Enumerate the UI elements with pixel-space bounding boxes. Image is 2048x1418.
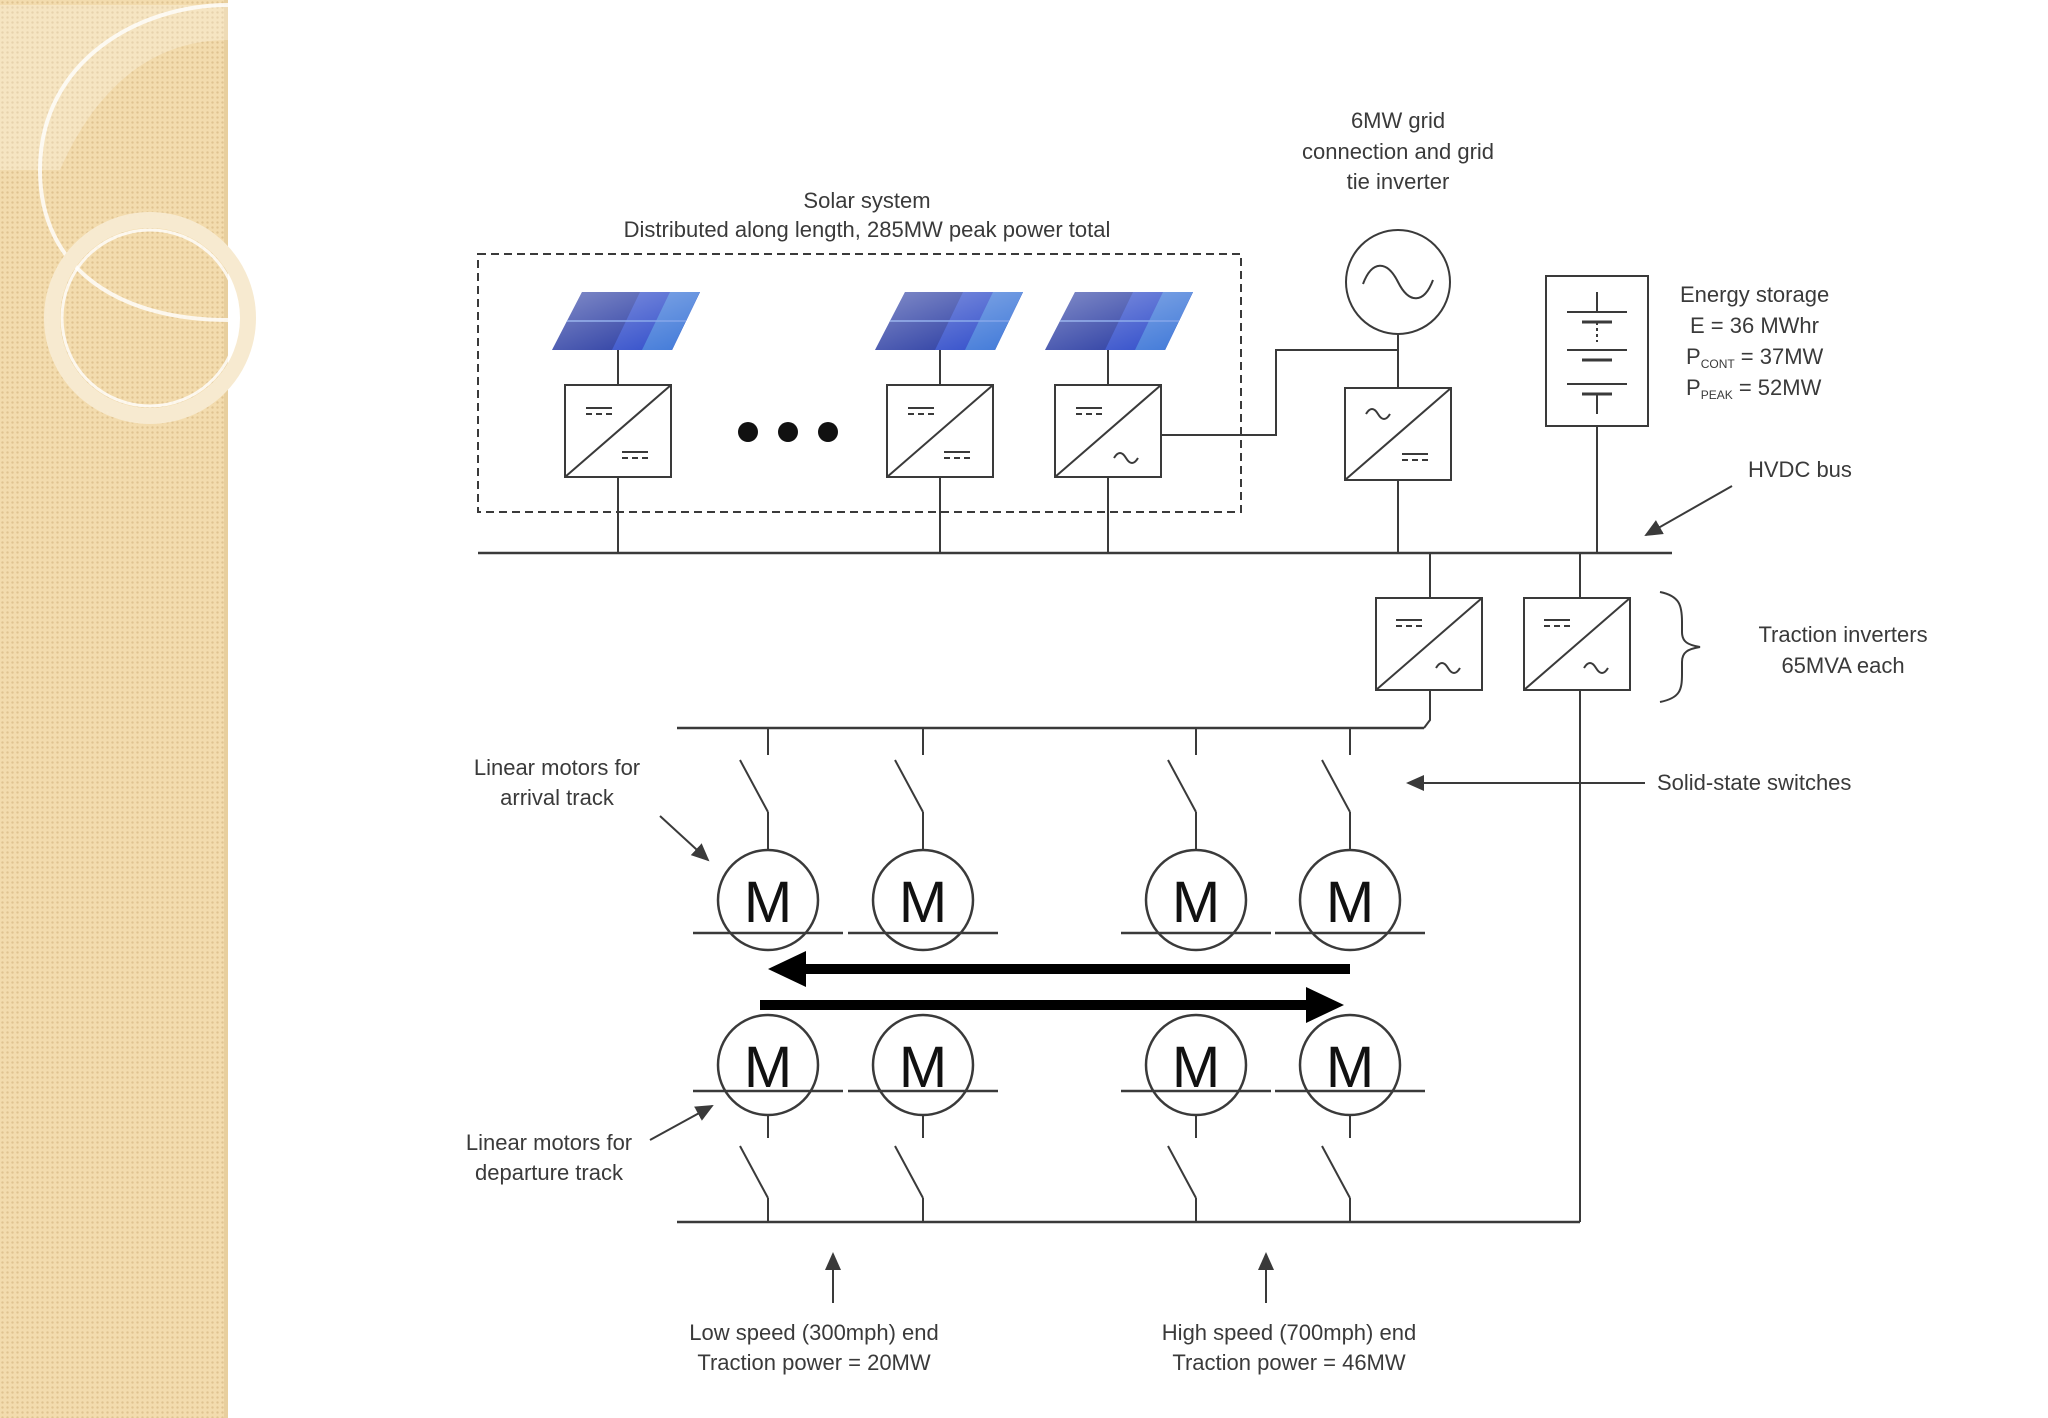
switch-icon (1321, 728, 1351, 857)
hvdc-bus-label: HVDC bus (1748, 457, 1852, 482)
side-panel-edge (224, 0, 228, 1418)
motor-icon: M (848, 1013, 998, 1117)
switch-icon (1321, 1115, 1351, 1222)
svg-text:M: M (899, 1035, 947, 1100)
arrow-icon (649, 1105, 714, 1141)
dc-ac-inverter-icon (1054, 384, 1162, 478)
svg-text:M: M (899, 870, 947, 935)
switch-icon (894, 728, 924, 857)
solar-title-line1: Solar system (803, 188, 930, 213)
high-speed-label-line2: Traction power = 46MW (1172, 1350, 1406, 1375)
ellipsis-icon (738, 422, 838, 442)
battery-icon (1545, 275, 1649, 427)
svg-text:M: M (1326, 870, 1374, 935)
motor-icon: M (693, 1013, 843, 1117)
svg-text:M: M (1172, 1035, 1220, 1100)
traction-label-line2: 65MVA each (1781, 653, 1904, 678)
solar-panel-icon (1045, 292, 1193, 350)
departure-direction-arrow (760, 987, 1344, 1023)
storage-label-line1: Energy storage (1680, 282, 1829, 307)
arrival-label-line2: arrival track (500, 785, 615, 810)
grid-label-line2: connection and grid (1302, 139, 1494, 164)
storage-ppeak: PPEAK = 52MW (1686, 375, 1822, 402)
switch-icon (1167, 1115, 1197, 1222)
storage-label-line2: E = 36 MWhr (1690, 313, 1819, 338)
motor-icon: M (693, 848, 843, 952)
switch-icon (739, 728, 769, 857)
solar-title-line2: Distributed along length, 285MW peak pow… (624, 217, 1111, 242)
departure-label-line1: Linear motors for (466, 1130, 632, 1155)
brace-icon (1659, 591, 1701, 703)
svg-text:M: M (744, 870, 792, 935)
traction-label-line1: Traction inverters (1758, 622, 1927, 647)
departure-label-line2: departure track (475, 1160, 624, 1185)
motor-icon: M (1275, 848, 1425, 952)
motor-icon: M (1121, 1013, 1271, 1117)
svg-text:M: M (1326, 1035, 1374, 1100)
switches-label: Solid-state switches (1657, 770, 1851, 795)
arrow-icon (1644, 485, 1733, 536)
ac-dc-inverter-icon (1344, 387, 1452, 481)
motor-icon: M (1275, 1013, 1425, 1117)
arrival-label-line1: Linear motors for (474, 755, 640, 780)
arrival-direction-arrow (768, 951, 1350, 987)
dc-dc-converter-icon (564, 384, 672, 478)
motor-icon: M (1121, 848, 1271, 952)
switch-icon (739, 1115, 769, 1222)
ac-source-icon (1345, 229, 1451, 335)
switch-icon (1167, 728, 1197, 857)
dc-dc-converter-icon (886, 384, 994, 478)
solar-panel-icon (552, 292, 700, 350)
dc-ac-inverter-icon (1375, 597, 1483, 691)
solar-system-boundary (477, 253, 1242, 513)
svg-text:M: M (744, 1035, 792, 1100)
storage-pcont: PCONT = 37MW (1686, 344, 1824, 371)
low-speed-label-line1: Low speed (300mph) end (689, 1320, 939, 1345)
high-speed-label-line1: High speed (700mph) end (1162, 1320, 1416, 1345)
motor-icon: M (848, 848, 998, 952)
low-speed-label-line2: Traction power = 20MW (697, 1350, 931, 1375)
grid-label-line3: tie inverter (1347, 169, 1450, 194)
decorative-rings (0, 3, 256, 424)
dc-ac-inverter-icon (1523, 597, 1631, 691)
switch-icon (894, 1115, 924, 1222)
arrow-icon (659, 815, 710, 862)
svg-text:M: M (1172, 870, 1220, 935)
grid-label-line1: 6MW grid (1351, 108, 1445, 133)
solar-panel-icon (875, 292, 1023, 350)
